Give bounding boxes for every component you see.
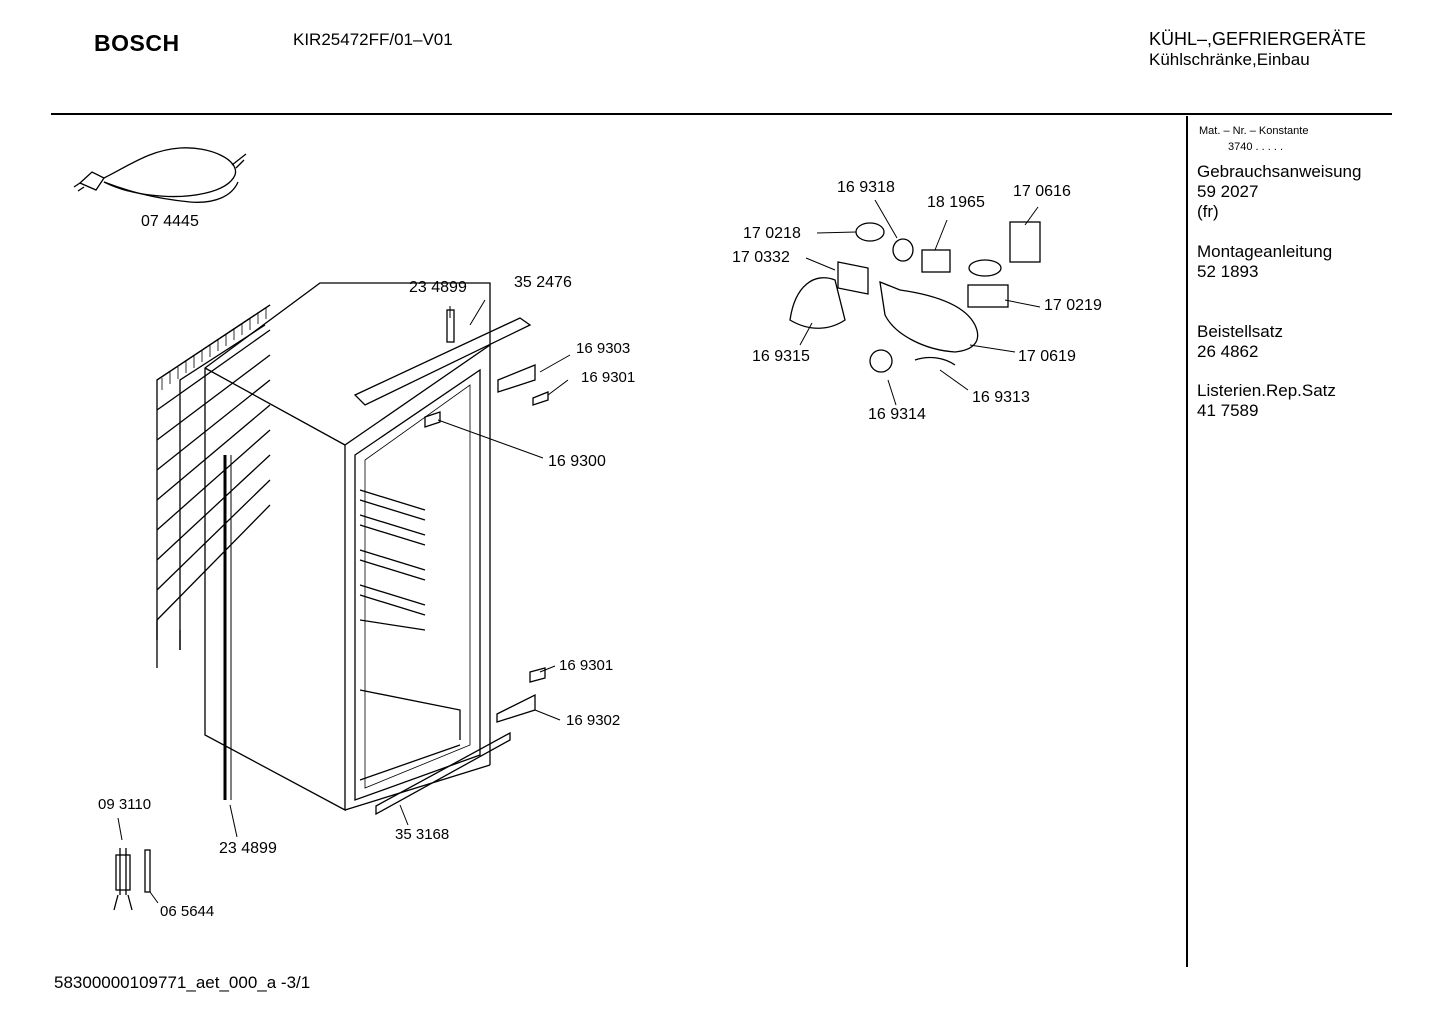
part-label-hinge-pin-bottom: 16 9301 [559,657,614,674]
doc-title: Gebrauchsanweisung [1197,162,1362,181]
part-label-bottom-strip: 35 3168 [395,826,450,843]
part-label-light-housing: 17 0619 [1018,348,1076,365]
part-label-cover-plate: 17 0332 [732,249,790,266]
doc-accessory-kit: Beistellsatz 26 4862 [1197,322,1283,362]
doc-number: 41 7589 [1197,401,1259,420]
leader-lines [117,199,1041,904]
hinges-drawing [424,364,549,723]
doc-repair-kit: Listerien.Rep.Satz 41 7589 [1197,381,1336,421]
footer-doc-id: 58300000109771_aet_000_a -3/1 [54,973,311,992]
doc-number: 52 1893 [1197,262,1259,281]
part-label-lamp-socket-cap: 16 9318 [837,179,895,196]
category-subtitle: Kühlschränke,Einbau [1149,50,1310,69]
doc-number: 59 2027 [1197,182,1259,201]
part-label-hinge-bottom: 16 9302 [566,712,621,729]
doc-title: Listerien.Rep.Satz [1197,381,1336,400]
part-label-latch: 16 9300 [548,453,606,470]
condenser-drawing [156,304,271,668]
sidebar-divider [1186,116,1188,967]
cabinet-drawing [204,282,491,812]
doc-extra: (fr) [1197,202,1219,221]
part-label-lamp-holder: 18 1965 [927,194,985,211]
part-label-side-strip: 23 4899 [219,840,277,857]
doc-number: 26 4862 [1197,342,1259,361]
model-number: KIR25472FF/01–V01 [293,30,453,49]
category-title: KÜHL–,GEFRIERGERÄTE [1149,29,1367,49]
part-label-top-bracket-left: 23 4899 [409,279,467,296]
mat-value: 3740 . . . . . [1228,141,1284,153]
part-label-lamp-cover: 16 9315 [752,348,810,365]
brand-logo: BOSCH [94,30,180,56]
bottom-strip-drawing [375,731,511,816]
part-label-sensor-tube: 06 5644 [160,903,215,920]
part-label-hinge-pin-top: 16 9301 [581,369,636,386]
part-label-sensor: 09 3110 [98,796,152,813]
part-label-switch-clip: 17 0616 [1013,183,1071,200]
part-label-thermostat: 17 0219 [1044,297,1102,314]
part-label-knob-ring: 16 9313 [972,389,1030,406]
doc-user-manual: Gebrauchsanweisung 59 2027 (fr) [1197,162,1361,222]
part-label-cable: 07 4445 [141,213,199,230]
part-label-lamp: 17 0218 [743,225,801,242]
doc-title: Montageanleitung [1197,242,1333,261]
doc-installation-guide: Montageanleitung 52 1893 [1197,242,1332,282]
doc-title: Beistellsatz [1197,322,1283,341]
light-assembly-drawing [789,221,1041,373]
part-label-top-bracket-right: 35 2476 [514,274,572,291]
power-cable-drawing [73,147,247,203]
header-divider [51,113,1392,115]
mat-label: Mat. – Nr. – Konstante [1199,125,1309,137]
sensor-drawing [113,848,151,911]
part-label-knob: 16 9314 [868,406,926,423]
part-label-hinge-top: 16 9303 [576,340,631,357]
